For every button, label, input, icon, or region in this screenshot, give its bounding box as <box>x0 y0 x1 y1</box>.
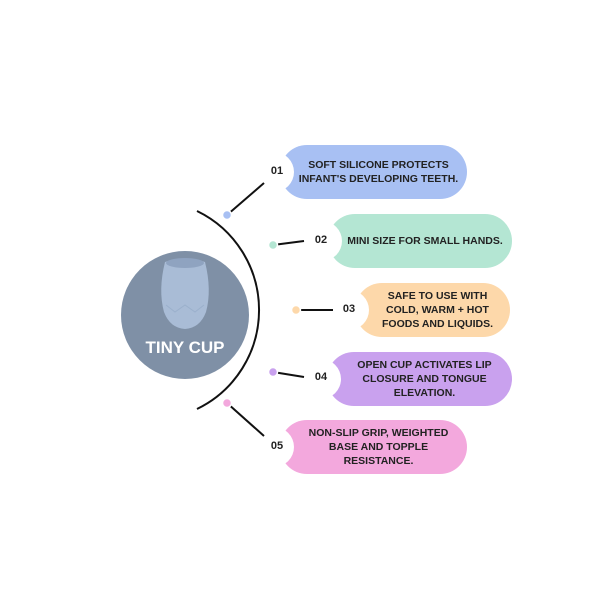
feature-pill-2 <box>328 214 512 268</box>
connector-line <box>226 402 265 437</box>
pill-notch <box>254 427 294 467</box>
feature-number: 04 <box>314 371 328 383</box>
arc-dot <box>290 304 302 316</box>
pill-notch <box>329 290 369 330</box>
arc-connector <box>196 210 260 410</box>
feature-text: MINI SIZE FOR SMALL HANDS. <box>347 235 503 247</box>
feature-number: 03 <box>342 303 356 315</box>
feature-pill-1 <box>280 145 467 199</box>
pill-notch <box>301 359 341 399</box>
feature-number: 02 <box>314 234 328 246</box>
feature-text: SOFT SILICONE PROTECTS INFANT'S DEVELOPI… <box>298 159 459 185</box>
feature-text: NON-SLIP GRIP, WEIGHTED BASE AND TOPPLE … <box>308 427 449 467</box>
feature-number: 05 <box>270 440 284 452</box>
feature-pill-4 <box>327 352 512 406</box>
feature-number: 01 <box>270 165 284 177</box>
arc-dot <box>221 397 233 409</box>
pill-notch <box>254 152 294 192</box>
pill-notch <box>302 221 342 261</box>
arc-dot <box>267 366 279 378</box>
feature-text: OPEN CUP ACTIVATES LIP CLOSURE AND TONGU… <box>357 359 492 399</box>
center-title: TINY CUP <box>145 338 225 357</box>
arc-dot <box>267 239 279 251</box>
feature-text: SAFE TO USE WITH COLD, WARM + HOT FOODS … <box>381 290 494 330</box>
cup-illustration <box>161 258 209 329</box>
connector-line <box>226 182 265 216</box>
arc-dot <box>221 209 233 221</box>
feature-pill-3 <box>355 283 510 337</box>
feature-pill-5 <box>280 420 467 474</box>
